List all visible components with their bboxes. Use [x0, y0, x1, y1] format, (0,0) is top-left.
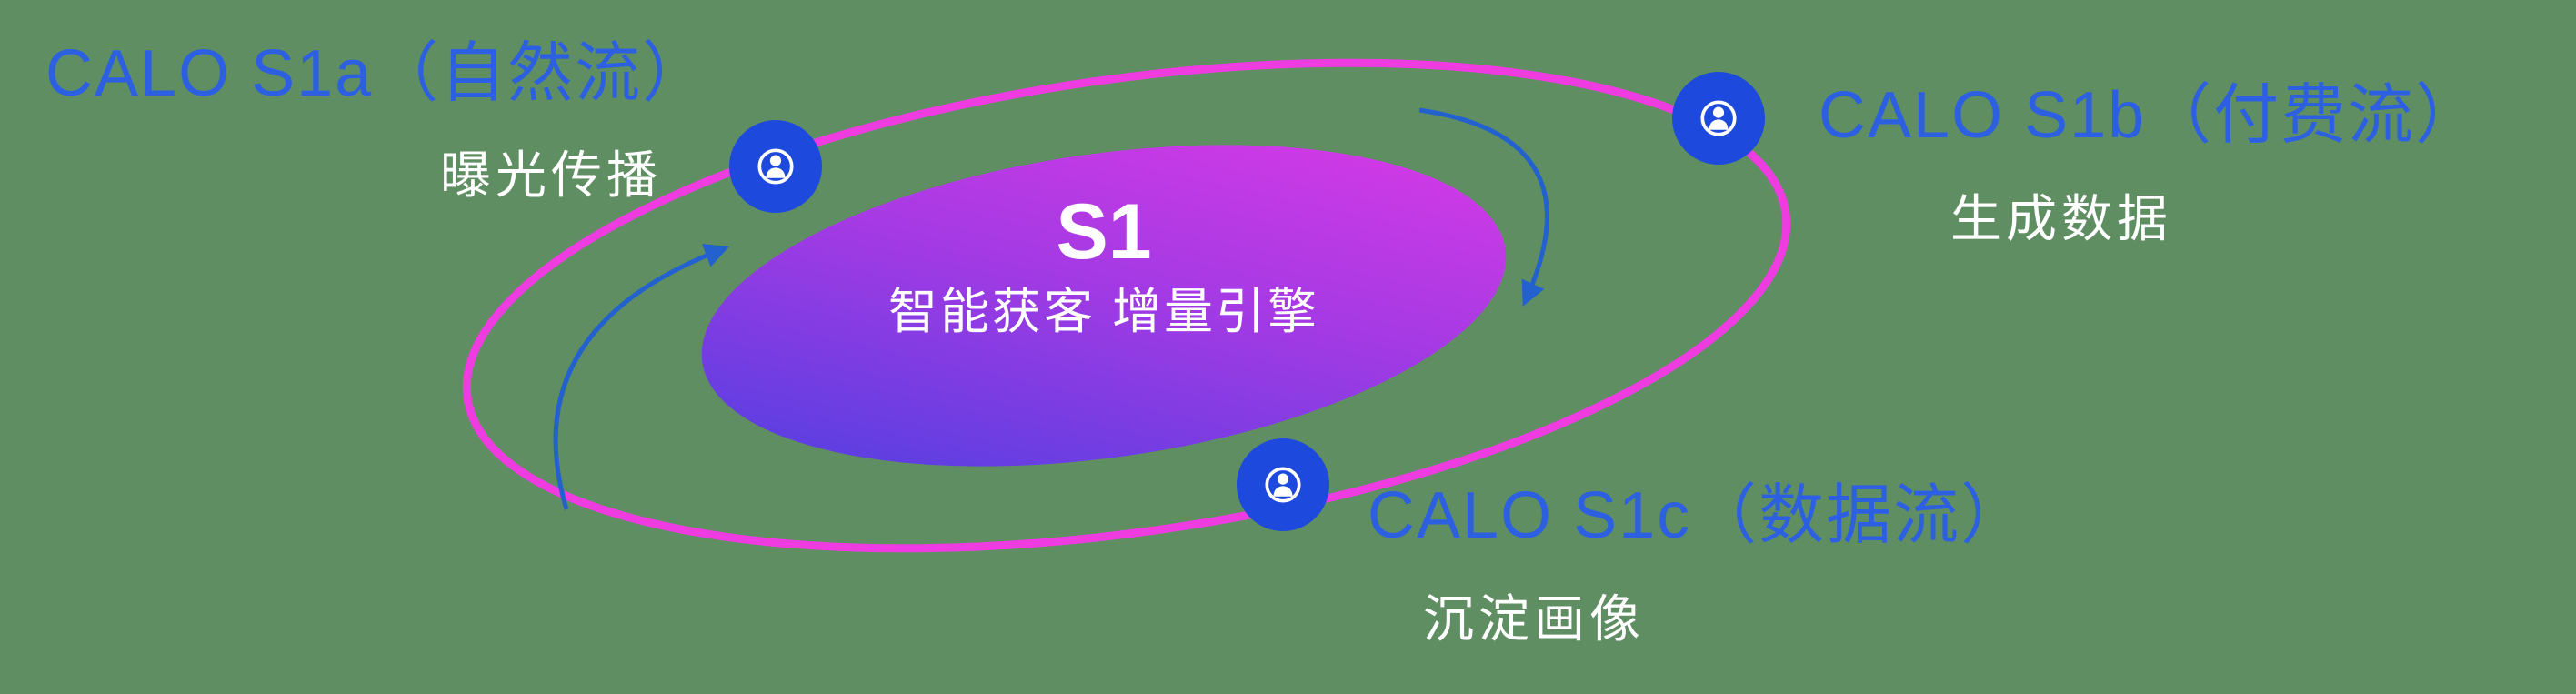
flow-arrow-right	[1418, 107, 1549, 307]
user-avatar-icon	[1700, 100, 1737, 136]
user-avatar-icon	[1265, 467, 1301, 503]
orbit-ring	[462, 58, 1791, 553]
center-gradient-ellipse	[701, 145, 1507, 467]
core-subtitle: 智能获客 增量引擎	[887, 285, 1319, 339]
label-s1a: CALO S1a（自然流）	[45, 37, 710, 110]
sublabel-s1b: 生成数据	[1950, 190, 2172, 247]
sublabel-s1a: 曝光传播	[440, 146, 662, 204]
core-title: S1	[1056, 188, 1152, 276]
node-s1b	[1672, 72, 1765, 165]
user-avatar-icon	[757, 148, 794, 185]
sublabel-s1c: 沉淀画像	[1423, 590, 1645, 648]
label-s1b: CALO S1b（付费流）	[1819, 79, 2483, 152]
flow-arrow-left	[553, 243, 730, 510]
node-s1a	[729, 120, 822, 213]
node-s1c	[1237, 438, 1329, 531]
label-s1c: CALO S1c（数据流）	[1368, 479, 2029, 552]
